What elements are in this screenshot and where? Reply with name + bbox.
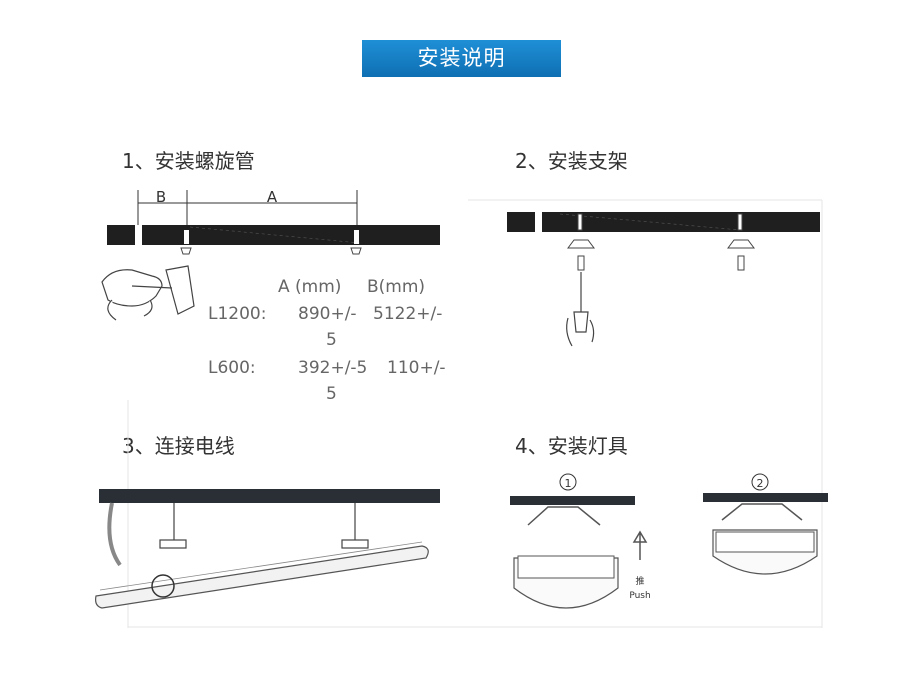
screwdriver-hand-icon bbox=[566, 272, 595, 347]
spec-model-l600: L600: bbox=[208, 358, 256, 378]
push-arrow-icon bbox=[632, 530, 648, 560]
marker-2 bbox=[751, 473, 769, 491]
screw-anchor-icon bbox=[180, 230, 362, 255]
push-label-cn: 推 bbox=[635, 575, 644, 587]
clip-icon bbox=[527, 506, 601, 526]
spec-col-b: B(mm) bbox=[367, 277, 426, 297]
spec-model-l1200: L1200: bbox=[208, 304, 267, 324]
suspension-hooks bbox=[159, 503, 369, 549]
bar-marker bbox=[135, 225, 142, 245]
ceiling-bar-step2 bbox=[507, 212, 820, 232]
ceiling-bar-step1 bbox=[107, 225, 440, 245]
screw-icon bbox=[577, 255, 745, 271]
step-2-label: 2、安装支架 bbox=[515, 149, 628, 173]
hammer-hand-icon bbox=[101, 265, 195, 321]
dim-b-label: B bbox=[156, 188, 166, 206]
step-4-label: 4、安装灯具 bbox=[515, 434, 628, 458]
spec-l1200-a: 890+/- bbox=[298, 304, 357, 324]
marker-1 bbox=[559, 473, 577, 491]
ceiling-bar-step3 bbox=[99, 489, 440, 503]
ceiling-bar-step4a bbox=[510, 496, 635, 505]
spec-l1200-b: 5122+/- bbox=[373, 304, 443, 324]
step-1-label: 1、安装螺旋管 bbox=[122, 149, 255, 173]
power-cable bbox=[107, 502, 122, 567]
frame-lines bbox=[127, 199, 823, 628]
dim-a-label: A bbox=[267, 188, 278, 206]
spec-l600-b: 110+/- bbox=[387, 358, 446, 378]
title-banner: 安装说明 bbox=[362, 40, 561, 77]
spec-col-a: A (mm) bbox=[278, 277, 342, 297]
tube-lamp-icon bbox=[95, 545, 429, 609]
spec-l1200-a-cont: 5 bbox=[326, 330, 337, 350]
svg-text:2: 2 bbox=[757, 477, 764, 490]
spec-l600-a: 392+/-5 bbox=[298, 358, 368, 378]
connector-highlight bbox=[151, 574, 175, 598]
step-3-label: 3、连接电线 bbox=[122, 434, 235, 458]
bracket-icon bbox=[567, 213, 755, 249]
push-label-en: Push bbox=[629, 591, 650, 601]
spec-l600-b-cont: 5 bbox=[326, 384, 337, 404]
svg-text:1: 1 bbox=[565, 477, 572, 490]
ceiling-bar-step4b bbox=[703, 493, 828, 502]
dimension-lines bbox=[137, 190, 358, 226]
